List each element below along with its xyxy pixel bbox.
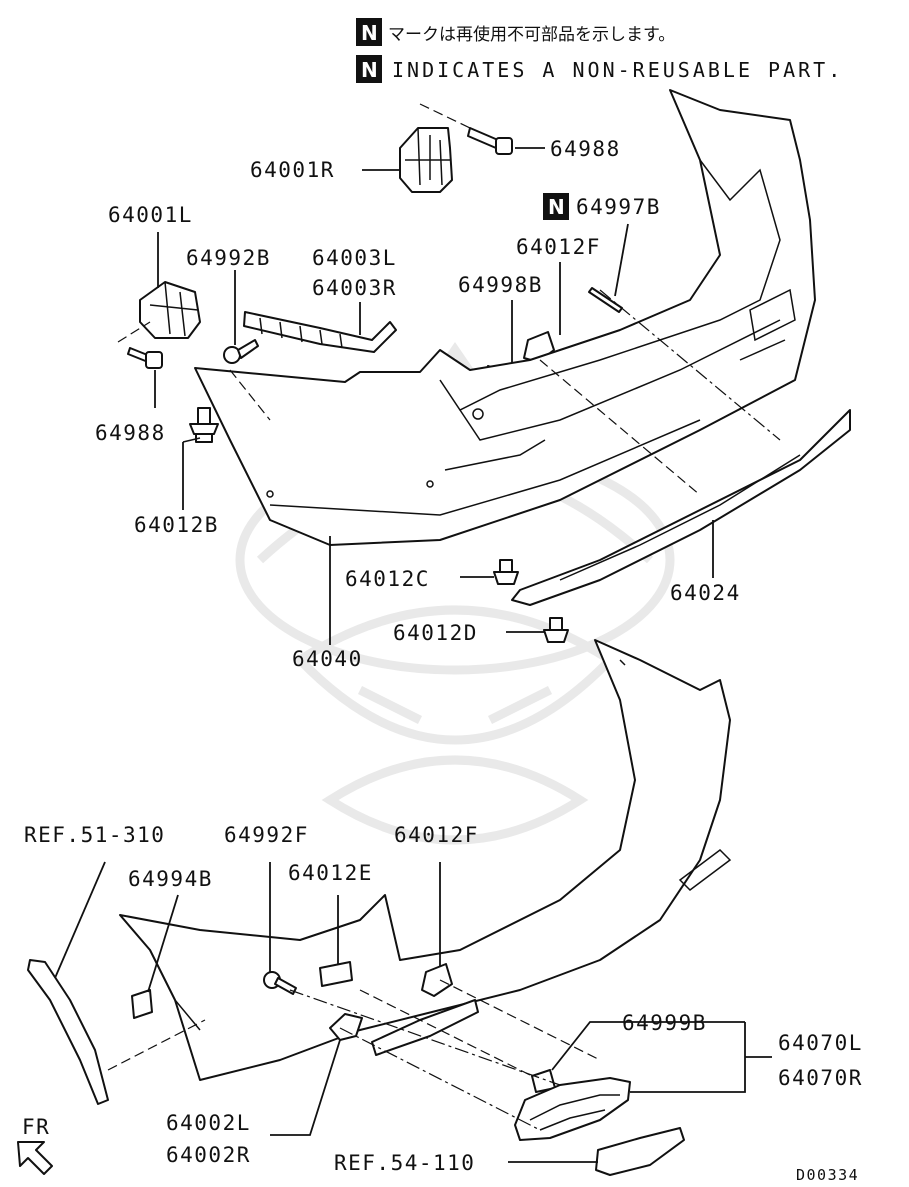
bolt-64988-left-part <box>127 347 163 369</box>
pin-64997b-part <box>588 287 623 313</box>
label-ref-51-310: REF.51-310 <box>24 823 165 847</box>
label-64012f-top: 64012F <box>516 235 601 259</box>
non-reusable-badge-icon <box>356 18 382 46</box>
clip-64012d-part <box>543 617 569 643</box>
bolt-64988-top-part <box>467 127 513 155</box>
clip-64012b-part <box>189 407 219 443</box>
label-64003r: 64003R <box>312 276 397 300</box>
screw-64992b-part <box>223 339 259 364</box>
bumper-lower-outline-part <box>119 639 732 1081</box>
label-fr: FR <box>22 1115 50 1139</box>
label-64998b: 64998B <box>458 273 543 297</box>
garnish-64024-part <box>511 409 851 606</box>
diagram-code: D00334 <box>796 1166 859 1184</box>
bracket-64002-part <box>329 1013 363 1041</box>
label-64992f: 64992F <box>224 823 309 847</box>
finisher-64070-part <box>514 1077 631 1141</box>
clip-64012c-part <box>493 559 519 585</box>
note-english: INDICATES A NON-REUSABLE PART. <box>392 58 843 82</box>
label-64070l: 64070L <box>778 1031 863 1055</box>
label-64012c: 64012C <box>345 567 430 591</box>
label-64024: 64024 <box>670 581 741 605</box>
label-64992b: 64992B <box>186 246 271 270</box>
label-64012f-bottom: 64012F <box>394 823 479 847</box>
front-direction-arrow-icon <box>17 1141 53 1175</box>
non-reusable-badge-icon <box>543 193 569 220</box>
label-ref-54-110: REF.54-110 <box>334 1151 475 1175</box>
label-64994b: 64994B <box>128 867 213 891</box>
label-64001r: 64001R <box>250 158 335 182</box>
clip-64012f-bottom-part <box>421 963 453 997</box>
ref-51-310-part <box>27 959 109 1105</box>
n-badge-text-3: N <box>548 195 565 219</box>
label-64997b: 64997B <box>576 195 661 219</box>
bracket-64994b-part <box>131 989 153 1019</box>
non-reusable-note: N マークは再使用不可部品を示します。 N INDICATES A NON-RE… <box>356 18 843 83</box>
label-64002l: 64002L <box>166 1111 251 1135</box>
label-64988-top: 64988 <box>550 137 621 161</box>
non-reusable-badge-icon <box>356 55 382 83</box>
label-64001l: 64001L <box>108 203 193 227</box>
label-64070r: 64070R <box>778 1066 863 1090</box>
retainer-64003-part <box>243 311 397 353</box>
label-64003l: 64003L <box>312 246 397 270</box>
note-japanese: マークは再使用不可部品を示します。 <box>388 24 675 45</box>
n-badge-text-2: N <box>361 58 378 82</box>
bracket-64001r-part <box>399 127 453 193</box>
screw-64992f-part <box>263 971 297 995</box>
label-64012e: 64012E <box>288 861 373 885</box>
clip-64012e-part <box>319 961 353 987</box>
label-64999b: 64999B <box>622 1011 707 1035</box>
label-64040: 64040 <box>292 647 363 671</box>
bumper-cover-64040-part <box>194 89 816 546</box>
label-64012d: 64012D <box>393 621 478 645</box>
label-64012b: 64012B <box>134 513 219 537</box>
ref-54-110-part <box>595 1127 685 1176</box>
bracket-64001l-part <box>139 281 201 339</box>
n-badge-text-1: N <box>361 21 378 45</box>
label-64988-left: 64988 <box>95 421 166 445</box>
label-64002r: 64002R <box>166 1143 251 1167</box>
